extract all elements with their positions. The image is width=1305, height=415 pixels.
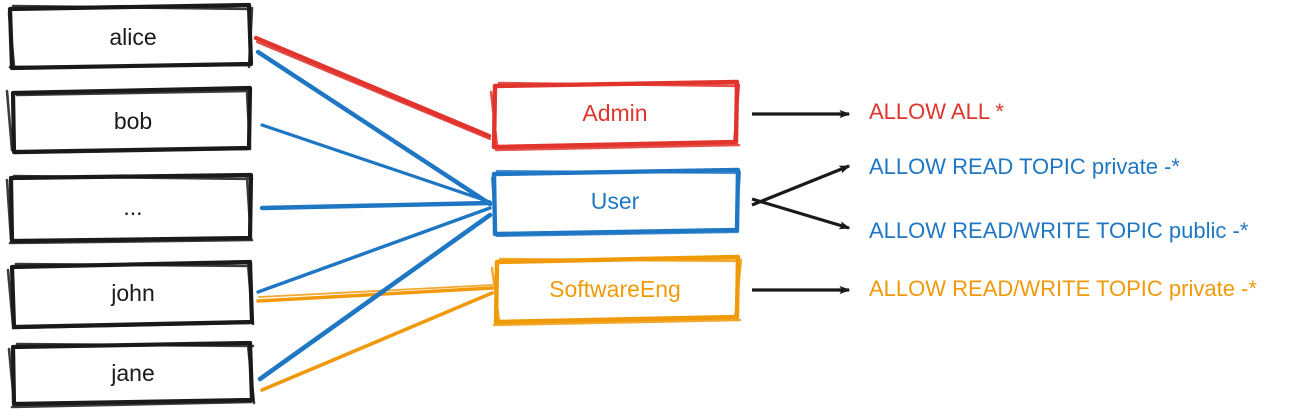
user-box-bob-sketch	[5, 89, 253, 155]
link-line-sketch	[255, 40, 492, 141]
role-node-softwareeng[interactable]: SoftwareEng	[490, 254, 743, 327]
role-label-admin: Admin	[582, 100, 647, 126]
permission-label-read-private: ALLOW READ TOPIC private -*	[869, 154, 1180, 179]
user-node-bob[interactable]: bob	[5, 85, 253, 155]
user-node-john[interactable]: john	[6, 259, 255, 330]
user-box-ellipsis-sketch	[5, 174, 254, 245]
role-node-admin[interactable]: Admin	[489, 79, 741, 152]
arrow-user-to-rw-public	[751, 197, 851, 230]
permission-label-allow-all: ALLOW ALL *	[869, 99, 1004, 124]
link-jane-user	[257, 212, 493, 382]
permission-label-rw-public: ALLOW READ/WRITE TOPIC public -*	[869, 218, 1249, 243]
role-node-user[interactable]: User	[490, 167, 742, 238]
role-box-admin-sketch	[489, 81, 741, 152]
link-jane-softwareeng	[260, 291, 494, 392]
user-box-alice-sketch	[7, 4, 254, 69]
user-box-jane-sketch	[7, 342, 256, 409]
link-alice-user	[255, 49, 493, 207]
role-box-softwareeng-sketch	[490, 257, 743, 327]
role-box-user-sketch	[490, 169, 742, 238]
link-john-user	[256, 206, 492, 294]
user-nodes: alice bob ... john jane	[5, 2, 256, 409]
user-label-ellipsis: ...	[123, 194, 142, 220]
link-alice-admin	[253, 35, 492, 141]
user-role-links	[253, 35, 494, 392]
permission-labels: ALLOW ALL * ALLOW READ TOPIC private -* …	[869, 99, 1257, 301]
role-nodes: Admin User SoftwareEng	[489, 79, 743, 327]
user-label-john: john	[110, 280, 154, 306]
role-label-user: User	[591, 188, 640, 214]
arrow-user-to-read-private	[751, 164, 851, 207]
link-line	[253, 35, 492, 139]
user-node-alice[interactable]: alice	[7, 2, 254, 71]
role-permission-arrows	[751, 109, 851, 295]
link-ellipsis-user	[259, 200, 493, 211]
role-label-softwareeng: SoftwareEng	[549, 276, 681, 302]
link-line-sketch	[258, 284, 493, 298]
link-bob-user	[260, 123, 492, 204]
user-node-jane[interactable]: jane	[7, 340, 256, 409]
user-label-alice: alice	[109, 24, 156, 50]
user-box-john-sketch	[6, 262, 255, 330]
user-label-bob: bob	[114, 108, 152, 134]
permission-label-rw-private: ALLOW READ/WRITE TOPIC private -*	[869, 276, 1257, 301]
user-node-ellipsis[interactable]: ...	[5, 172, 254, 245]
user-label-jane: jane	[110, 360, 154, 386]
